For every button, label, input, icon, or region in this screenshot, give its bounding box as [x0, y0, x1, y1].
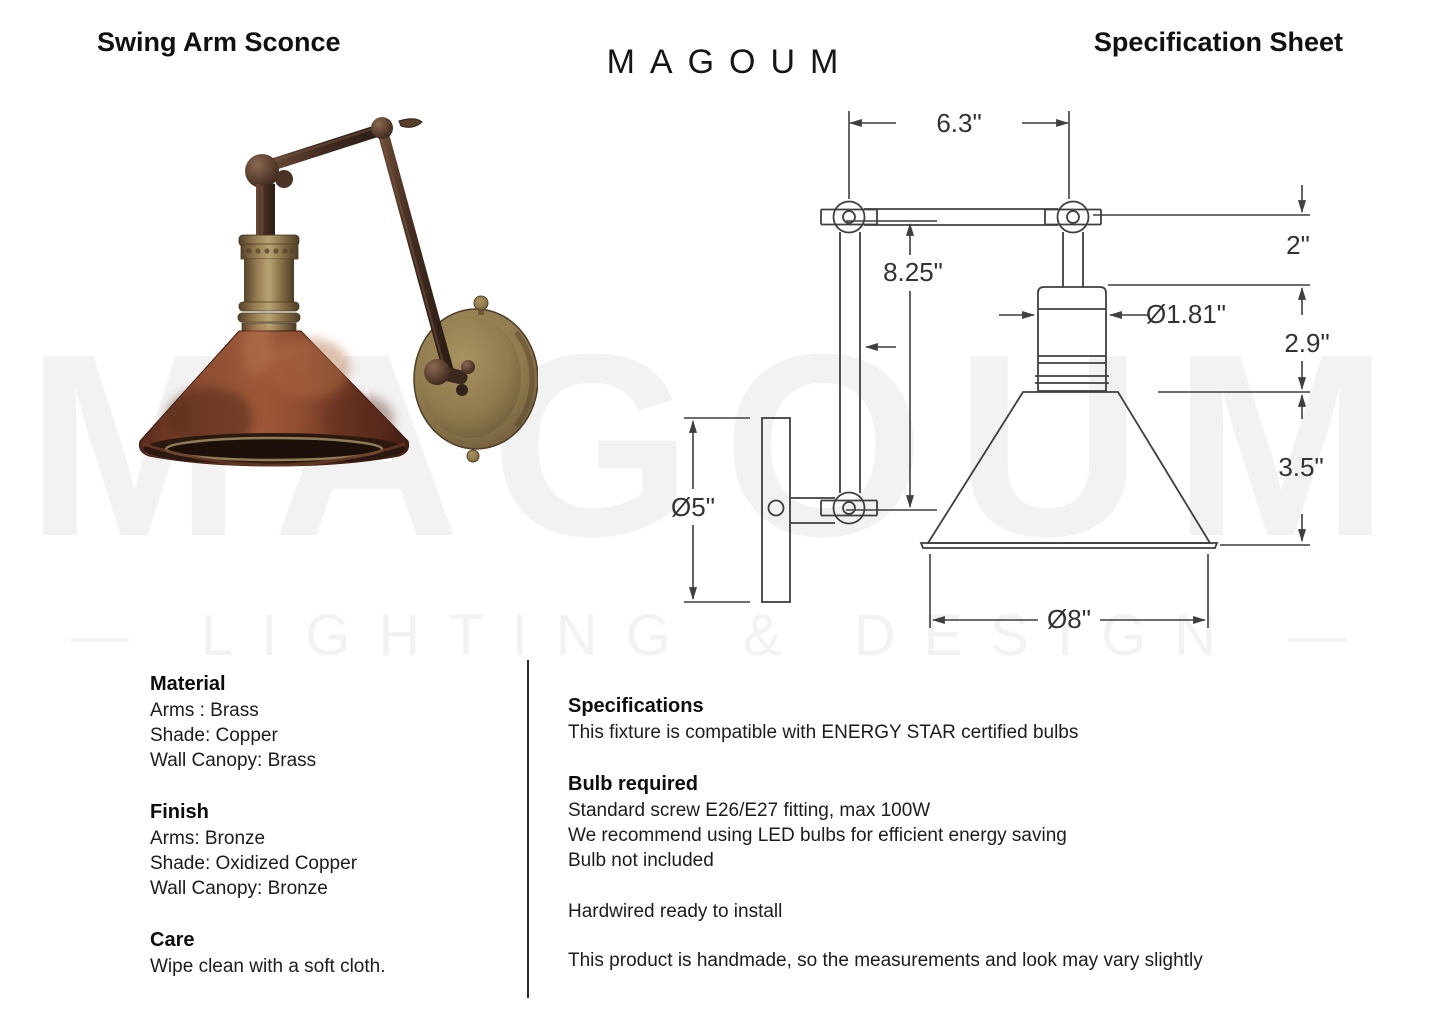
finish-line: Shade: Oxidized Copper — [150, 853, 358, 874]
finish-line: Arms: Bronze — [150, 828, 266, 849]
watermark-tagline: — LIGHTING & DESIGN — — [70, 603, 1375, 668]
finish-heading: Finish — [150, 801, 209, 823]
drawing-right-joint — [1056, 200, 1090, 234]
material-heading: Material — [150, 673, 226, 695]
dim-socket-height: 2.9" — [1284, 328, 1329, 358]
shade-front-rim — [142, 442, 406, 467]
bulb-section: Bulb required Standard screw E26/E27 fit… — [568, 771, 1308, 873]
handmade-note: This product is handmade, so the measure… — [568, 950, 1203, 971]
material-line: Shade: Copper — [150, 725, 278, 746]
dim-arm-drop: 8.25" — [883, 257, 943, 287]
photo-swing-arms — [245, 117, 475, 396]
column-divider — [527, 660, 529, 998]
care-line: Wipe clean with a soft cloth. — [150, 956, 386, 977]
dimension-labels: 6.3" 8.25" 2" Ø1.81" 2.9" 3.5" Ø5" Ø8" — [671, 108, 1330, 634]
brand-logo: MAGOUM — [606, 43, 854, 81]
bulb-line: We recommend using LED bulbs for efficie… — [568, 825, 1067, 846]
elbow-hook — [398, 118, 423, 128]
dim-shade-height: 3.5" — [1278, 452, 1323, 482]
bulb-line: Standard screw E26/E27 fitting, max 100W — [568, 800, 931, 821]
socket-stem — [256, 184, 275, 238]
drawing-socket — [1037, 286, 1107, 392]
specifications-heading: Specifications — [568, 695, 704, 717]
dim-socket-diameter: Ø1.81" — [1146, 299, 1226, 329]
dim-arm-span: 6.3" — [936, 108, 981, 138]
dim-top-offset: 2" — [1286, 230, 1310, 260]
dimension-lines — [684, 111, 1310, 628]
material-line: Arms : Brass — [150, 700, 259, 721]
canopy-pivot-joint — [424, 359, 475, 396]
drawing-lower-joint — [832, 491, 866, 525]
elbow-ball-joint — [371, 117, 393, 139]
specs-column: Specifications This fixture is compatibl… — [568, 693, 1308, 997]
page-title: Swing Arm Sconce — [97, 27, 341, 57]
details-column: Material Arms : Brass Shade: Copper Wall… — [150, 671, 510, 1005]
care-section: Care Wipe clean with a soft cloth. — [150, 927, 510, 979]
bulb-heading: Bulb required — [568, 773, 699, 795]
finish-section: Finish Arms: Bronze Shade: Oxidized Copp… — [150, 799, 510, 901]
specifications-section: Specifications This fixture is compatibl… — [568, 693, 1308, 745]
drawing-wall-canopy — [761, 417, 791, 603]
canopy-top-finial — [473, 295, 489, 311]
sheet-title: Specification Sheet — [1093, 27, 1343, 57]
material-section: Material Arms : Brass Shade: Copper Wall… — [150, 671, 510, 773]
upper-ball-joint — [245, 154, 279, 188]
arm-link-knuckle — [275, 170, 293, 188]
bulb-line: Bulb not included — [568, 850, 714, 871]
drawing-left-joint — [832, 200, 866, 234]
dim-canopy-diameter: Ø5" — [671, 492, 715, 522]
photo-copper-shade — [138, 322, 410, 467]
technical-drawing: 6.3" 8.25" 2" Ø1.81" 2.9" 3.5" Ø5" Ø8" — [671, 108, 1330, 634]
product-photo — [138, 117, 538, 467]
canopy-bottom-finial — [466, 449, 480, 463]
fixture-outline — [761, 200, 1219, 603]
material-line: Wall Canopy: Brass — [150, 750, 317, 771]
care-heading: Care — [150, 929, 195, 951]
photo-socket — [237, 234, 301, 333]
dim-shade-diameter: Ø8" — [1047, 604, 1091, 634]
install-note: Hardwired ready to install — [568, 901, 783, 922]
specifications-line: This fixture is compatible with ENERGY S… — [568, 722, 1079, 743]
finish-line: Wall Canopy: Bronze — [150, 878, 328, 899]
socket-embossed-band — [246, 248, 295, 254]
drawing-shade — [926, 391, 1212, 544]
